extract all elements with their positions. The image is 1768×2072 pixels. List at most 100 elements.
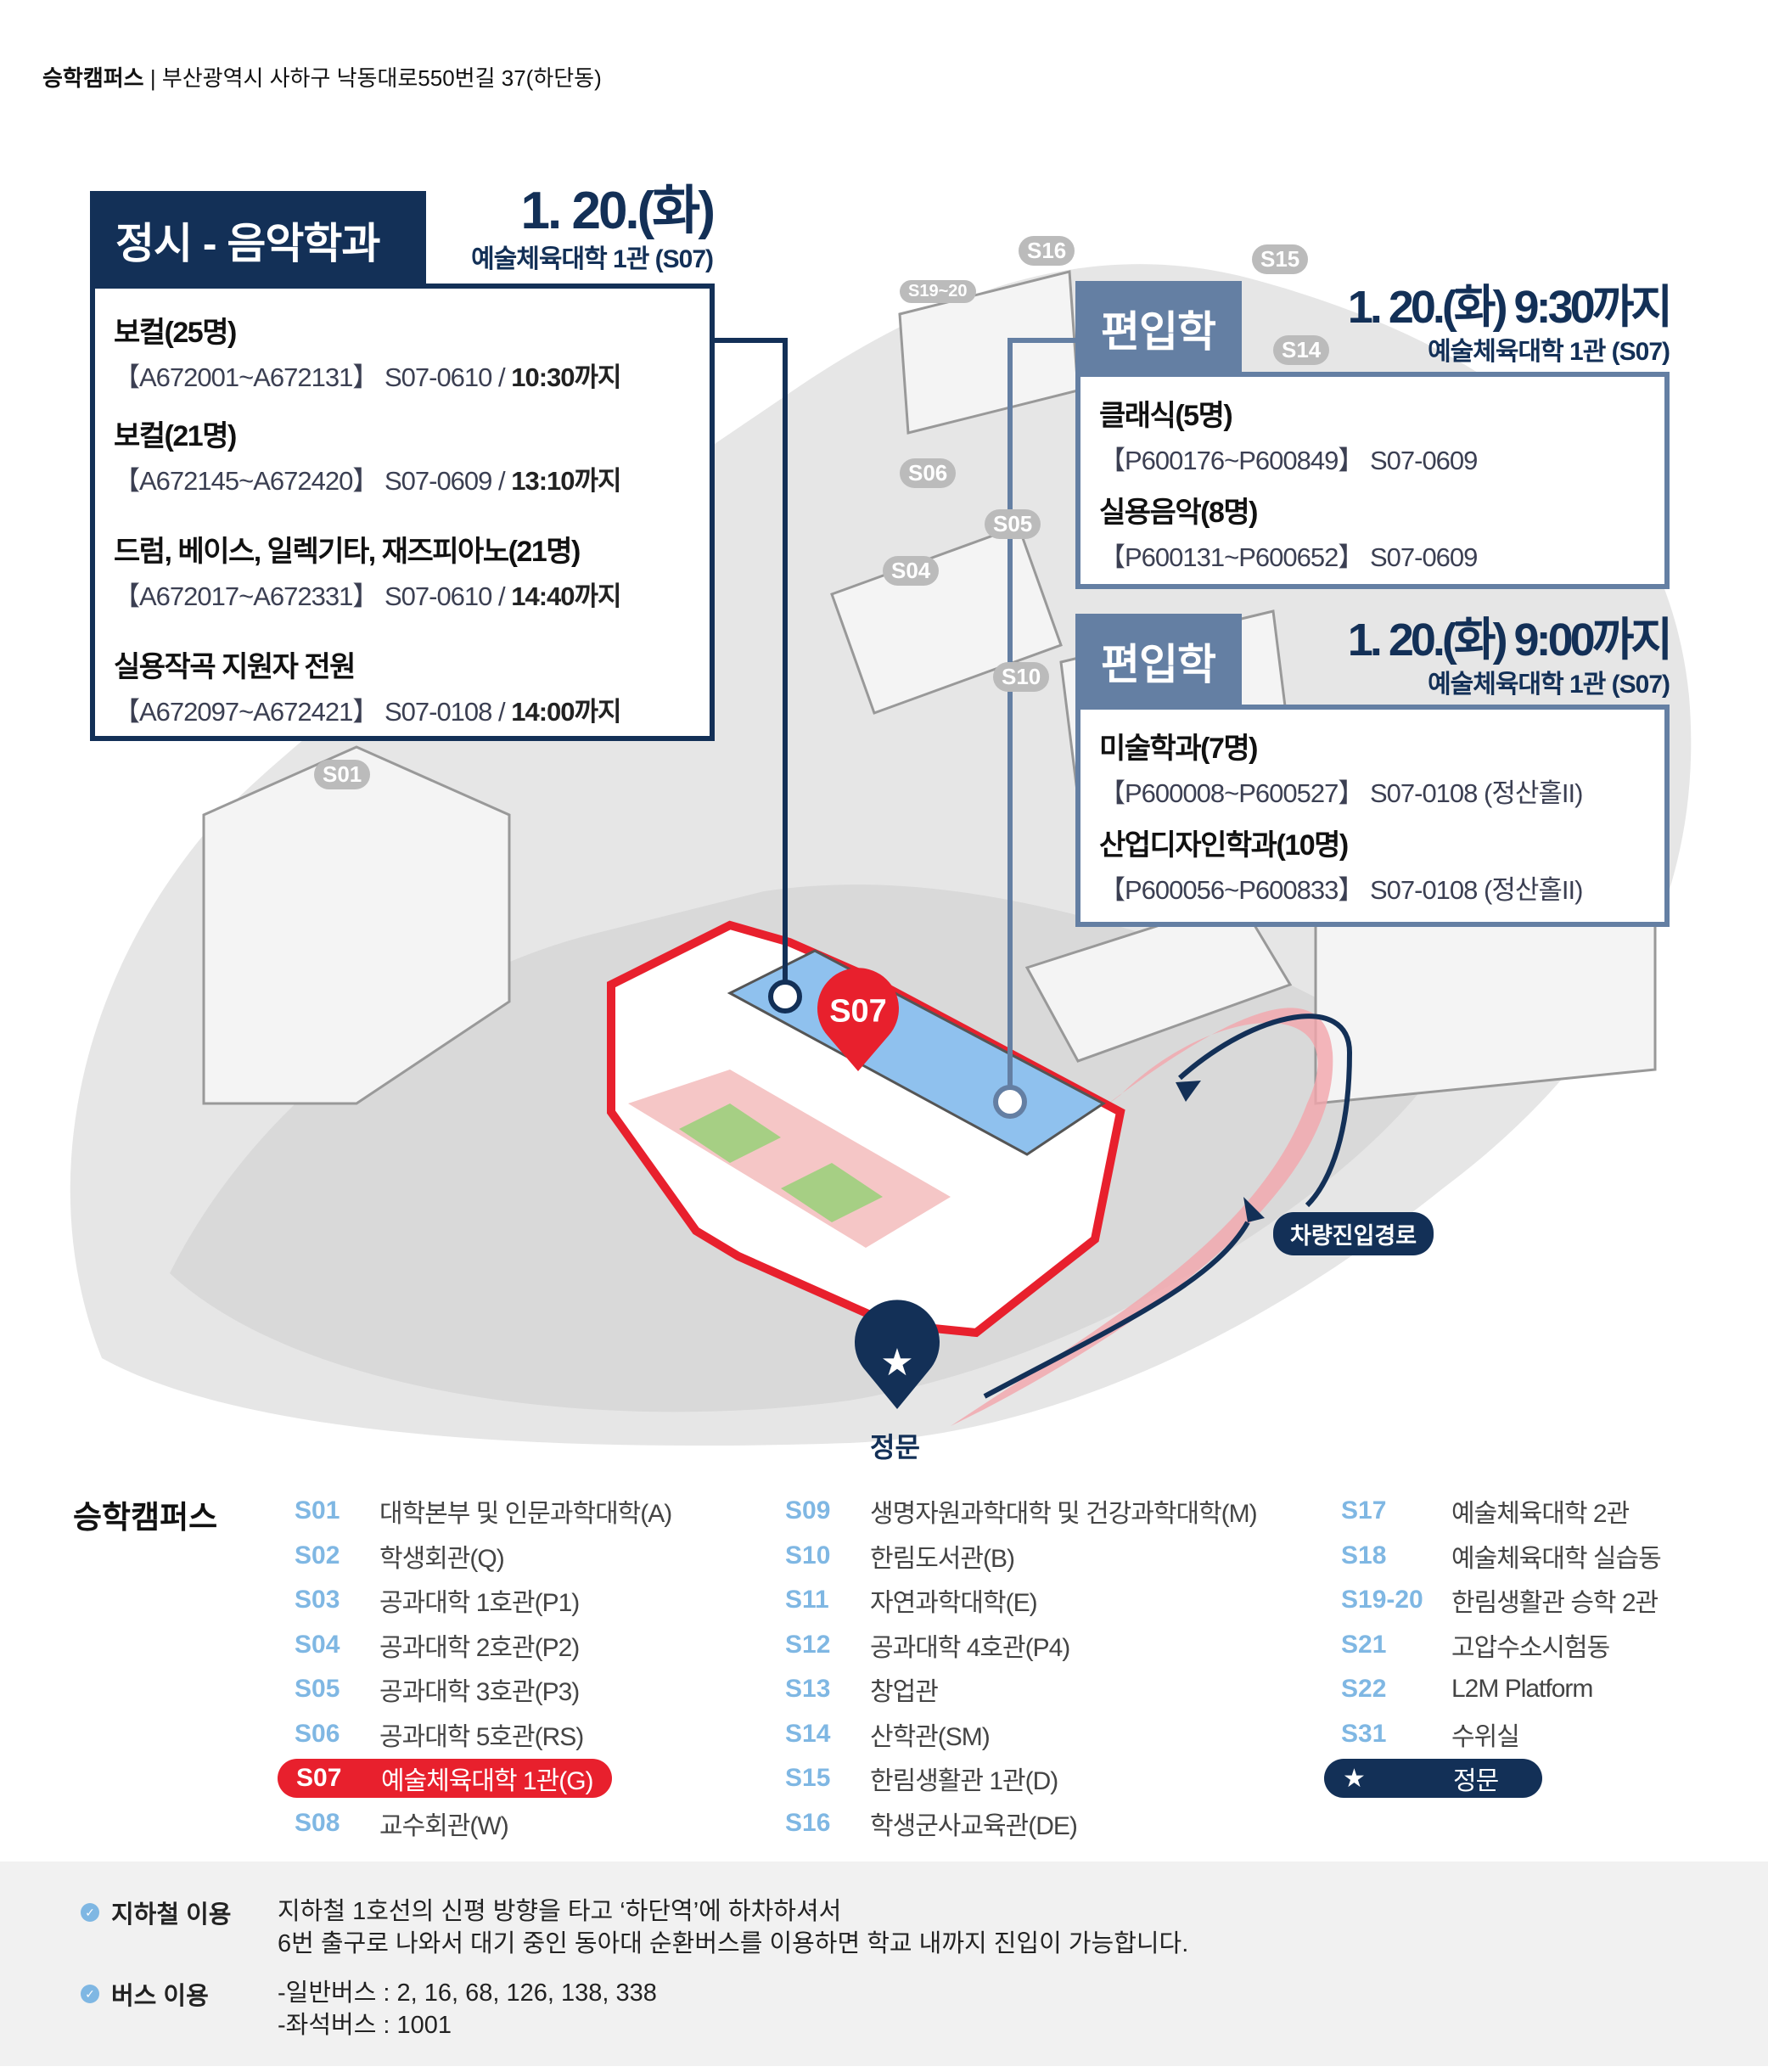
item-title: 보컬(21명) bbox=[114, 420, 237, 452]
item-time: 14:00까지 bbox=[511, 697, 621, 727]
map-marker[interactable]: S15 bbox=[1252, 244, 1309, 274]
bus-info: ✓버스 이용 -일반버스 : 2, 16, 68, 126, 138, 338-… bbox=[81, 1977, 657, 2041]
legend-code: S18 bbox=[1341, 1541, 1387, 1569]
map-marker[interactable]: S10 bbox=[993, 662, 1050, 692]
item-range: 【P600176~P600849】 S07-0609 bbox=[1099, 446, 1478, 475]
right-panel-1-location: 예술체육대학 1관 (S07) bbox=[1428, 338, 1670, 366]
subway-text: 6번 출구로 나와서 대기 중인 동아대 순환버스를 이용하면 학교 내까지 진… bbox=[278, 1930, 1189, 1957]
map-marker[interactable]: S19~20 bbox=[900, 280, 976, 303]
item-time: 10:30까지 bbox=[511, 362, 621, 392]
legend-item[interactable]: S21 고압수소시험동 bbox=[1341, 1626, 1610, 1665]
legend-code: S14 bbox=[785, 1719, 831, 1748]
map-marker[interactable]: S04 bbox=[883, 556, 940, 586]
item-time: 13:10까지 bbox=[511, 466, 621, 496]
legend-item[interactable]: ★ 정문 bbox=[1324, 1759, 1542, 1798]
map-marker[interactable]: S14 bbox=[1273, 335, 1330, 365]
legend-code: S05 bbox=[295, 1675, 340, 1703]
legend-name: 대학본부 및 인문과학대학(A) bbox=[379, 1500, 672, 1528]
right-panel-1-date: 1. 20.(화) 9:30까지 bbox=[1347, 282, 1673, 333]
star-icon: ★ bbox=[1343, 1764, 1366, 1793]
subway-info: ✓ 지하철 이용 지하철 1호선의 신평 방향을 타고 ‘하단역’에 하차하셔서 6… bbox=[81, 1895, 1188, 1960]
map-marker[interactable]: S05 bbox=[985, 509, 1041, 539]
legend-item[interactable]: S10 한림도서관(B) bbox=[785, 1536, 1015, 1575]
legend-code: S01 bbox=[295, 1496, 340, 1525]
legend-item[interactable]: S04 공과대학 2호관(P2) bbox=[295, 1626, 580, 1665]
subway-text: 지하철 1호선의 신평 방향을 타고 ‘하단역’에 하차하셔서 bbox=[278, 1898, 842, 1925]
legend-name: 한림도서관(B) bbox=[870, 1544, 1015, 1573]
right-panel-2-date: 1. 20.(화) 9:00까지 bbox=[1347, 615, 1673, 665]
legend-name: 공과대학 2호관(P2) bbox=[379, 1633, 580, 1662]
main-gate-label: 정문 bbox=[870, 1432, 920, 1463]
item-range: 【A672097~A672421】 S07-0108 / bbox=[114, 697, 512, 727]
exam-item: 드럼, 베이스, 일렉기타, 재즈피아노(21명)【A672017~A67233… bbox=[114, 528, 691, 613]
map-marker[interactable]: S16 bbox=[1019, 236, 1075, 266]
legend-item[interactable]: S14 산학관(SM) bbox=[785, 1715, 991, 1754]
legend-code: S10 bbox=[785, 1541, 831, 1569]
legend-item[interactable]: S02 학생회관(Q) bbox=[295, 1536, 505, 1575]
legend-name: 예술체육대학 2관 bbox=[1451, 1500, 1630, 1528]
check-icon: ✓ bbox=[81, 1985, 99, 2003]
map-marker[interactable]: S06 bbox=[900, 458, 957, 488]
exam-item: 클래식(5명)【P600176~P600849】 S07-0609 bbox=[1099, 392, 1646, 477]
legend-name: 공과대학 3호관(P3) bbox=[379, 1678, 580, 1706]
legend-code: S12 bbox=[785, 1630, 831, 1659]
legend-name: 공과대학 5호관(RS) bbox=[379, 1722, 584, 1751]
exam-item: 산업디자인학과(10명) 【P600056~P600833】 S07-0108 (… bbox=[1099, 822, 1646, 907]
item-time: 14:40까지 bbox=[511, 581, 621, 611]
left-panel-title: 정시 - 음악학과 bbox=[90, 191, 426, 289]
legend-title: 승학캠퍼스 bbox=[73, 1500, 218, 1535]
exam-item: 실용작곡 지원자 전원【A672097~A672421】 S07-0108 / … bbox=[114, 643, 691, 728]
legend-code: S04 bbox=[295, 1630, 340, 1659]
legend-item[interactable]: S01 대학본부 및 인문과학대학(A) bbox=[295, 1491, 672, 1530]
legend-code: S07 bbox=[296, 1764, 342, 1792]
legend-code: S11 bbox=[785, 1586, 829, 1614]
legend-item[interactable]: S05 공과대학 3호관(P3) bbox=[295, 1670, 580, 1709]
right-panel-2-location: 예술체육대학 1관 (S07) bbox=[1428, 671, 1670, 699]
s07-pin-icon bbox=[817, 968, 899, 1071]
legend-name: 학생회관(Q) bbox=[379, 1544, 505, 1573]
legend-code: S06 bbox=[295, 1719, 340, 1748]
item-range: 【P600056~P600833】 S07-0108 (정산홀II) bbox=[1099, 875, 1583, 905]
legend-name: 산학관(SM) bbox=[870, 1722, 991, 1751]
legend-code: S21 bbox=[1341, 1630, 1387, 1659]
check-icon: ✓ bbox=[81, 1903, 99, 1922]
item-range: 【P600131~P600652】 S07-0609 bbox=[1099, 542, 1478, 572]
item-title: 실용음악(8명) bbox=[1099, 497, 1258, 529]
exam-item: 보컬(21명) 【A672145~A672420】 S07-0609 / 13:1… bbox=[114, 413, 691, 497]
campus-name: 승학캠퍼스 bbox=[42, 65, 144, 91]
legend-name: 생명자원과학대학 및 건강과학대학(M) bbox=[870, 1500, 1258, 1528]
item-title: 산업디자인학과(10명) bbox=[1099, 829, 1349, 862]
legend-code: S02 bbox=[295, 1541, 340, 1569]
legend-item[interactable]: S18 예술체육대학 실습동 bbox=[1341, 1536, 1662, 1575]
address: 부산광역시 사하구 낙동대로550번길 37(하단동) bbox=[161, 65, 602, 91]
map-marker[interactable]: S01 bbox=[314, 760, 371, 789]
item-range: 【A672001~A672131】 S07-0610 / bbox=[114, 362, 512, 392]
legend-name: 고압수소시험동 bbox=[1451, 1633, 1610, 1662]
legend-name: 예술체육대학 실습동 bbox=[1451, 1544, 1662, 1573]
legend-name: L2M Platform bbox=[1451, 1675, 1593, 1703]
item-range: 【A672145~A672420】 S07-0609 / bbox=[114, 466, 512, 496]
legend-item[interactable]: S06 공과대학 5호관(RS) bbox=[295, 1715, 584, 1754]
legend-code: S19-20 bbox=[1341, 1586, 1423, 1614]
legend-item[interactable]: S09 생명자원과학대학 및 건강과학대학(M) bbox=[785, 1491, 1258, 1530]
item-range: 【P600008~P600527】 S07-0108 (정산홀II) bbox=[1099, 778, 1583, 808]
legend-code: S15 bbox=[785, 1764, 831, 1792]
legend-code: S09 bbox=[785, 1496, 831, 1525]
subway-label: 지하철 이용 bbox=[111, 1901, 232, 1929]
legend-name: 학생군사교육관(DE) bbox=[870, 1811, 1078, 1840]
vehicle-route-label: 차량진입경로 bbox=[1273, 1212, 1434, 1255]
legend-name: 정문 bbox=[1453, 1767, 1499, 1795]
bus-text: -좌석버스 : 1001 bbox=[278, 2012, 452, 2039]
